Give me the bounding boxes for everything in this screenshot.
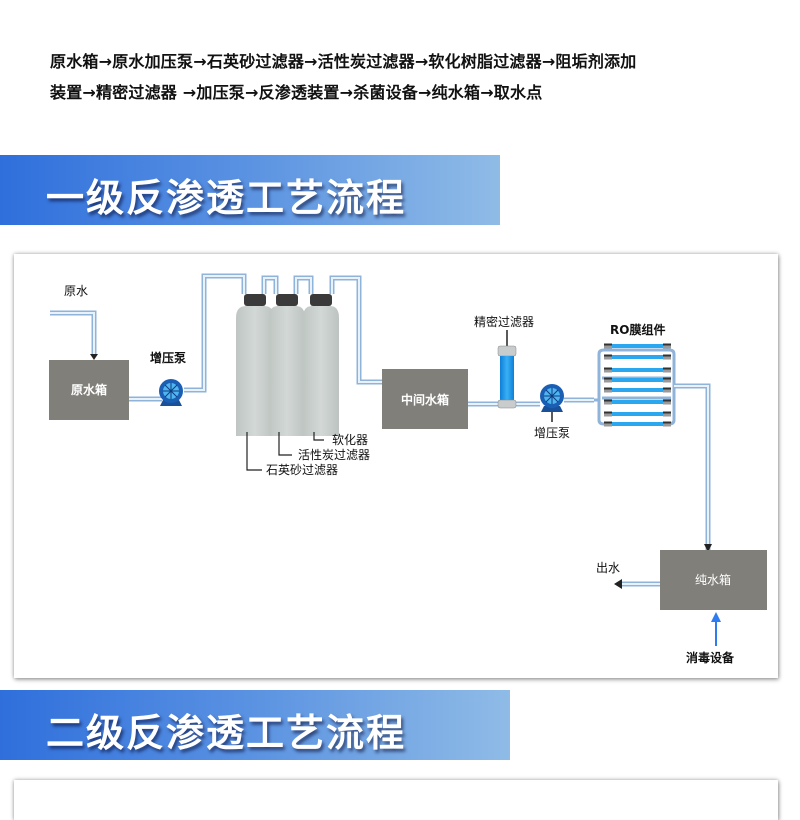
ro-membrane-tube — [604, 399, 671, 405]
section-banner-secondary-ro: 二级反渗透工艺流程 — [0, 690, 510, 760]
disinfection-label: 消毒设备 — [686, 650, 735, 665]
pipe-to-ro — [468, 397, 594, 407]
sand-filter — [236, 294, 274, 436]
raw-water-tank-label: 原水箱 — [71, 382, 107, 397]
pipe-to-filters — [129, 273, 382, 402]
pure-water-tank — [660, 550, 767, 610]
secondary-ro-flow-diagram — [14, 780, 778, 820]
ro-membrane-tube — [604, 387, 671, 393]
raw-water-inlet-pipe — [50, 310, 98, 360]
softener-label: 软化器 — [332, 433, 368, 447]
primary-ro-flow-diagram: 原水 原水箱 增压泵 — [14, 254, 778, 678]
ro-membrane-tube — [604, 367, 671, 373]
ro-membrane-tube — [604, 377, 671, 383]
middle-water-tank-label: 中间水箱 — [401, 392, 449, 407]
flow-diagram-canvas: 原水 原水箱 增压泵 — [49, 273, 767, 665]
pure-water-tank-label: 纯水箱 — [695, 572, 731, 587]
section-banner-primary-ro: 一级反渗透工艺流程 — [0, 155, 500, 225]
booster-pump-2-label: 增压泵 — [534, 426, 570, 440]
booster-pump-2-icon — [540, 384, 564, 422]
precision-filter-label: 精密过滤器 — [474, 314, 534, 329]
ro-membrane-tube — [604, 354, 671, 360]
raw-water-label: 原水 — [64, 284, 88, 298]
section-title: 二级反渗透工艺流程 — [46, 711, 407, 755]
process-summary-line-2: 装置→精密过滤器 →加压泵→反渗透装置→杀菌设备→纯水箱→取水点 — [50, 83, 543, 102]
sand-filter-label: 石英砂过滤器 — [266, 463, 338, 477]
ro-membrane-tube — [604, 343, 671, 349]
ro-membrane-tube — [604, 411, 671, 417]
ro-membrane-tube — [604, 421, 671, 427]
filter-leader-lines — [246, 432, 324, 471]
softener — [303, 294, 339, 436]
carbon-filter-label: 活性炭过滤器 — [298, 448, 370, 462]
section-title: 一级反渗透工艺流程 — [46, 176, 407, 220]
ro-membrane-module — [594, 343, 712, 552]
precision-filter — [497, 330, 517, 409]
process-summary-line-1: 原水箱→原水加压泵→石英砂过滤器→活性炭过滤器→软化树脂过滤器→阻垢剂添加 — [50, 52, 637, 71]
water-outlet-pipe — [614, 579, 660, 589]
raw-water-tank — [49, 360, 129, 420]
carbon-filter — [269, 294, 305, 436]
booster-pump-1-icon — [159, 379, 183, 406]
disinfection-arrow-icon — [711, 612, 721, 646]
ro-module-label: RO膜组件 — [610, 322, 665, 337]
booster-pump-1-label: 增压泵 — [150, 350, 186, 365]
middle-water-tank — [382, 369, 468, 429]
outlet-label: 出水 — [596, 561, 620, 575]
process-summary: 原水箱→原水加压泵→石英砂过滤器→活性炭过滤器→软化树脂过滤器→阻垢剂添加 装置… — [50, 46, 770, 108]
